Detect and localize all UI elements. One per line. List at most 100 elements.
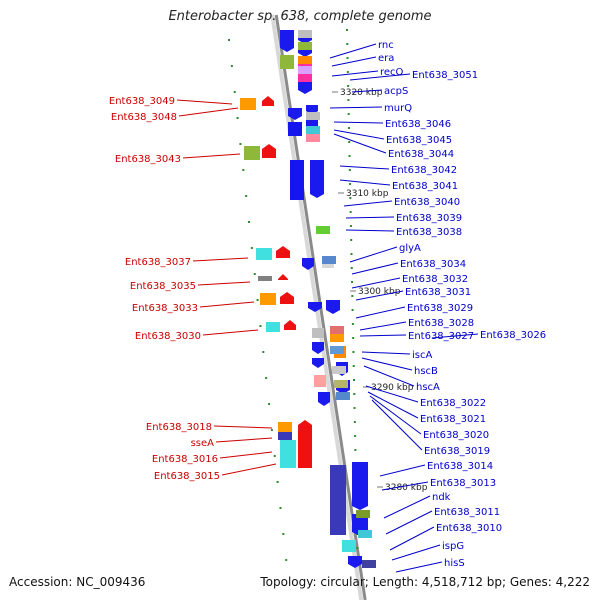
forward-label-leader bbox=[371, 399, 423, 451]
forward-gene-label: Ent638_3042 bbox=[391, 165, 457, 176]
reverse-label-leader bbox=[182, 153, 241, 159]
forward-gene-label: ispG bbox=[442, 541, 464, 552]
forward-label-leader bbox=[331, 70, 379, 77]
reverse-gene-arrow bbox=[262, 96, 274, 106]
feature-strip bbox=[332, 366, 346, 374]
reverse-label-leader bbox=[178, 107, 239, 117]
forward-gene-arrow bbox=[302, 258, 314, 270]
forward-label-leader bbox=[431, 333, 479, 339]
forward-gene-arrow bbox=[280, 30, 294, 52]
forward-label-leader bbox=[363, 365, 415, 387]
scale-label: 3290 kbp bbox=[371, 383, 414, 393]
forward-gene-label: murQ bbox=[384, 103, 412, 114]
forward-label-leader bbox=[345, 216, 395, 219]
reverse-gene-label: Ent638_3037 bbox=[125, 257, 191, 268]
reverse-label-leader bbox=[221, 463, 277, 476]
forward-gene-label: ndk bbox=[432, 492, 451, 503]
forward-gene-box bbox=[342, 540, 356, 552]
feature-strip bbox=[298, 74, 312, 82]
reverse-gene-label: sseA bbox=[191, 438, 215, 449]
reverse-gene-box bbox=[260, 293, 276, 305]
forward-label-leader bbox=[361, 351, 411, 355]
forward-gene-label: Ent638_3041 bbox=[392, 181, 458, 192]
forward-label-leader bbox=[367, 391, 419, 419]
reverse-gene-label: Ent638_3049 bbox=[109, 96, 175, 107]
forward-label-leader bbox=[359, 334, 407, 337]
forward-gene-label: Ent638_3031 bbox=[405, 287, 471, 298]
reverse-gene-box bbox=[266, 322, 280, 332]
reverse-gene-label: Ent638_3048 bbox=[111, 112, 177, 123]
reverse-gene-box bbox=[278, 432, 292, 440]
reverse-label-leader bbox=[192, 257, 249, 262]
forward-label-leader bbox=[333, 121, 384, 124]
feature-strip bbox=[298, 30, 312, 38]
forward-label-leader bbox=[333, 133, 387, 154]
map-title: Enterobacter sp. 638, complete genome bbox=[168, 9, 432, 24]
reverse-gene-box bbox=[258, 276, 272, 281]
forward-label-leader bbox=[381, 481, 429, 491]
feature-strip bbox=[298, 66, 312, 74]
forward-label-leader bbox=[329, 106, 383, 109]
forward-gene-label: Ent638_3051 bbox=[412, 70, 478, 81]
forward-label-leader bbox=[361, 357, 413, 371]
forward-gene-label: Ent638_3029 bbox=[407, 303, 473, 314]
forward-gene-box bbox=[288, 122, 302, 136]
reverse-gene-label: Ent638_3035 bbox=[130, 281, 196, 292]
forward-label-leader bbox=[351, 262, 399, 275]
forward-label-leader bbox=[395, 561, 443, 573]
forward-label-leader bbox=[359, 321, 407, 331]
forward-gene-label: era bbox=[378, 53, 394, 64]
reverse-gene-label: Ent638_3030 bbox=[135, 331, 201, 342]
forward-gene-label: Ent638_3028 bbox=[408, 318, 474, 329]
forward-gene-arrow bbox=[318, 392, 330, 406]
forward-gene-arrow bbox=[312, 358, 324, 368]
forward-label-leader bbox=[355, 306, 406, 319]
feature-strip bbox=[306, 112, 320, 120]
feature-strip bbox=[322, 256, 336, 264]
reverse-gene-arrow bbox=[298, 420, 312, 468]
reverse-gene-arrow bbox=[278, 274, 288, 280]
feature-strip bbox=[330, 334, 344, 342]
forward-gene-box bbox=[314, 375, 326, 387]
forward-gene-label: Ent638_3039 bbox=[396, 213, 462, 224]
reverse-label-leader bbox=[176, 99, 233, 105]
feature-strip bbox=[316, 226, 330, 234]
forward-gene-box bbox=[330, 465, 346, 535]
forward-gene-box bbox=[290, 160, 304, 200]
forward-gene-label: Ent638_3014 bbox=[427, 461, 493, 472]
topology-text: Topology: circular; Length: 4,518,712 bp… bbox=[260, 575, 590, 589]
forward-gene-label: Ent638_3020 bbox=[423, 430, 489, 441]
forward-gene-label: Ent638_3045 bbox=[386, 135, 452, 146]
forward-gene-arrow bbox=[326, 300, 340, 314]
forward-label-leader bbox=[389, 526, 435, 551]
feature-strip bbox=[306, 134, 320, 142]
accession-text: Accession: NC_009436 bbox=[9, 575, 146, 589]
forward-gene-arrow bbox=[310, 160, 324, 198]
reverse-gene-box bbox=[240, 98, 256, 110]
forward-gene-label: Ent638_3040 bbox=[394, 197, 460, 208]
forward-label-leader bbox=[351, 277, 401, 289]
forward-gene-arrow bbox=[308, 302, 322, 312]
forward-label-leader bbox=[369, 395, 422, 435]
reverse-label-leader bbox=[213, 425, 273, 429]
forward-gene-label: Ent638_3019 bbox=[424, 446, 490, 457]
forward-label-leader bbox=[333, 129, 385, 140]
forward-label-leader bbox=[329, 43, 377, 59]
forward-gene-arrow bbox=[288, 108, 302, 120]
forward-label-leader bbox=[385, 510, 433, 535]
forward-gene-arrow bbox=[312, 342, 324, 354]
forward-gene-label: hscB bbox=[414, 366, 438, 377]
feature-strip bbox=[330, 346, 344, 354]
forward-gene-label: Ent638_3038 bbox=[396, 227, 462, 238]
forward-label-leader bbox=[379, 464, 426, 477]
reverse-gene-arrow bbox=[284, 320, 296, 330]
reverse-gene-box bbox=[244, 146, 260, 160]
forward-gene-label: Ent638_3011 bbox=[434, 507, 500, 518]
forward-label-leader bbox=[339, 179, 391, 186]
feature-strip bbox=[336, 392, 350, 400]
forward-label-leader bbox=[391, 544, 441, 561]
forward-label-leader bbox=[365, 385, 419, 403]
forward-gene-label: Ent638_3010 bbox=[436, 523, 502, 534]
scale-label: 3300 kbp bbox=[358, 287, 401, 297]
feature-strip bbox=[330, 326, 344, 334]
